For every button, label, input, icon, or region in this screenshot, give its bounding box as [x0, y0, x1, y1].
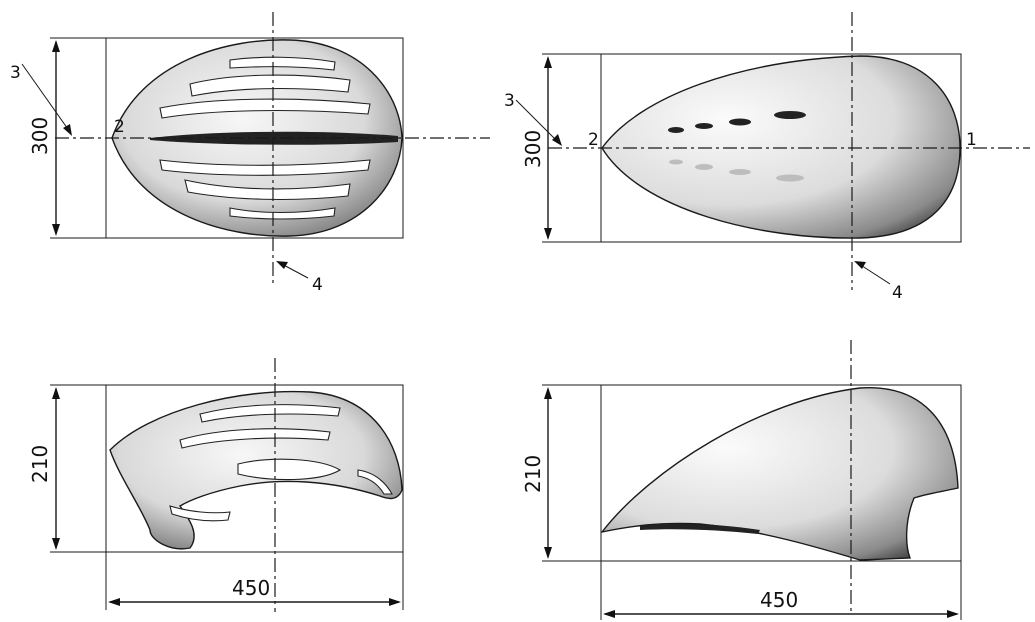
- dimension-width: 450: [232, 576, 270, 600]
- dimension-height: 210: [521, 455, 545, 493]
- arrow-label-axis: 3: [10, 63, 21, 83]
- helmet-shell: [600, 387, 959, 561]
- vented-helmet-side-view: 210 450: [28, 358, 404, 612]
- bounding-box: [105, 384, 404, 553]
- point-label-left: 2: [114, 117, 125, 137]
- arrow-label-center: 4: [892, 283, 903, 303]
- arrow-label-center: 4: [312, 275, 323, 295]
- leader-line-axis: [21, 63, 71, 133]
- lower-edge-shadow: [640, 523, 760, 534]
- aero-helmet-side-view: 210 450: [521, 340, 962, 620]
- helmet-vents: [668, 111, 806, 182]
- aero-helmet-top-view: 300 2 1 3 4: [504, 12, 1030, 303]
- point-label-left: 2: [588, 130, 599, 150]
- point-label-right: 1: [966, 130, 977, 150]
- arrow-label-axis: 3: [504, 91, 515, 111]
- dimension-height: 300: [28, 117, 52, 155]
- dimension-width: 450: [760, 588, 798, 612]
- dimension-height: 210: [28, 445, 52, 483]
- vented-helmet-top-view: 300 2 3 4: [10, 12, 490, 295]
- helmet-vents: [169, 404, 393, 522]
- bounding-box: [600, 384, 962, 562]
- leader-line-axis: [515, 99, 561, 145]
- helmet-shell: [601, 55, 961, 239]
- helmet-vents: [150, 56, 398, 220]
- dimension-height: 300: [521, 130, 545, 168]
